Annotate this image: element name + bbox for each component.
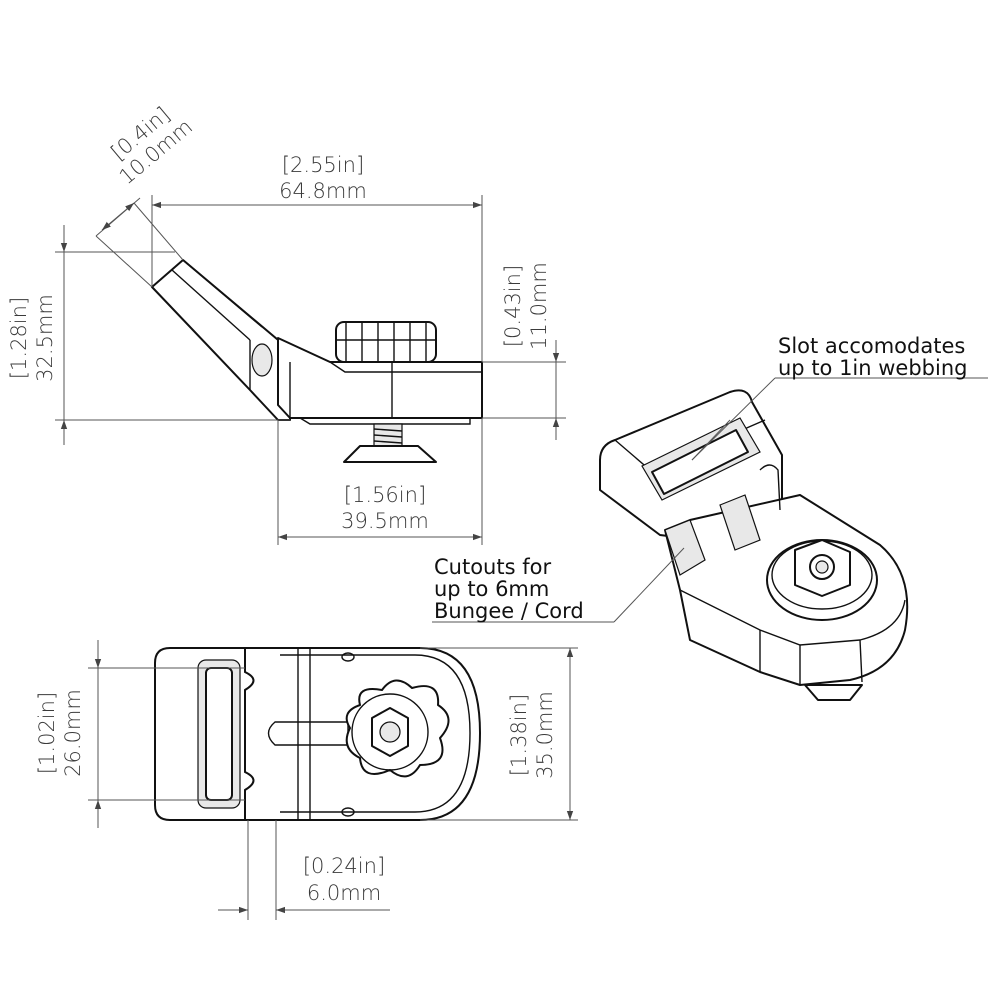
slot-width-mm: 26.0mm xyxy=(61,689,85,777)
length-mm: 64.8mm xyxy=(279,179,367,203)
cutouts-callout-line3: Bungee / Cord xyxy=(434,599,584,623)
side-view-dimensions xyxy=(55,195,566,545)
slot-callout-line2: up to 1in webbing xyxy=(778,356,967,380)
side-view xyxy=(151,259,483,463)
base-length-mm: 39.5mm xyxy=(341,509,429,533)
body-width-mm: 35.0mm xyxy=(533,691,557,779)
slot-callout-line1: Slot accomodates xyxy=(778,334,965,358)
top-view xyxy=(154,647,481,821)
height-in: [1.28in] xyxy=(7,297,31,379)
body-width-in: [1.38in] xyxy=(507,694,531,776)
base-thickness-in: [0.43in] xyxy=(501,265,525,347)
cutouts-callout-line1: Cutouts for xyxy=(434,555,551,579)
isometric-callout-lines xyxy=(432,377,988,623)
length-in: [2.55in] xyxy=(282,153,364,177)
top-view-dimensions xyxy=(88,640,578,920)
height-mm: 32.5mm xyxy=(33,294,57,382)
base-length-in: [1.56in] xyxy=(344,483,426,507)
cutout-width-in: [0.24in] xyxy=(303,854,385,878)
slot-width-in: [1.02in] xyxy=(35,692,59,774)
base-thickness-mm: 11.0mm xyxy=(527,262,551,350)
cutout-width-mm: 6.0mm xyxy=(307,881,381,905)
isometric-view xyxy=(599,389,909,701)
cutouts-callout-line2: up to 6mm xyxy=(434,577,549,601)
